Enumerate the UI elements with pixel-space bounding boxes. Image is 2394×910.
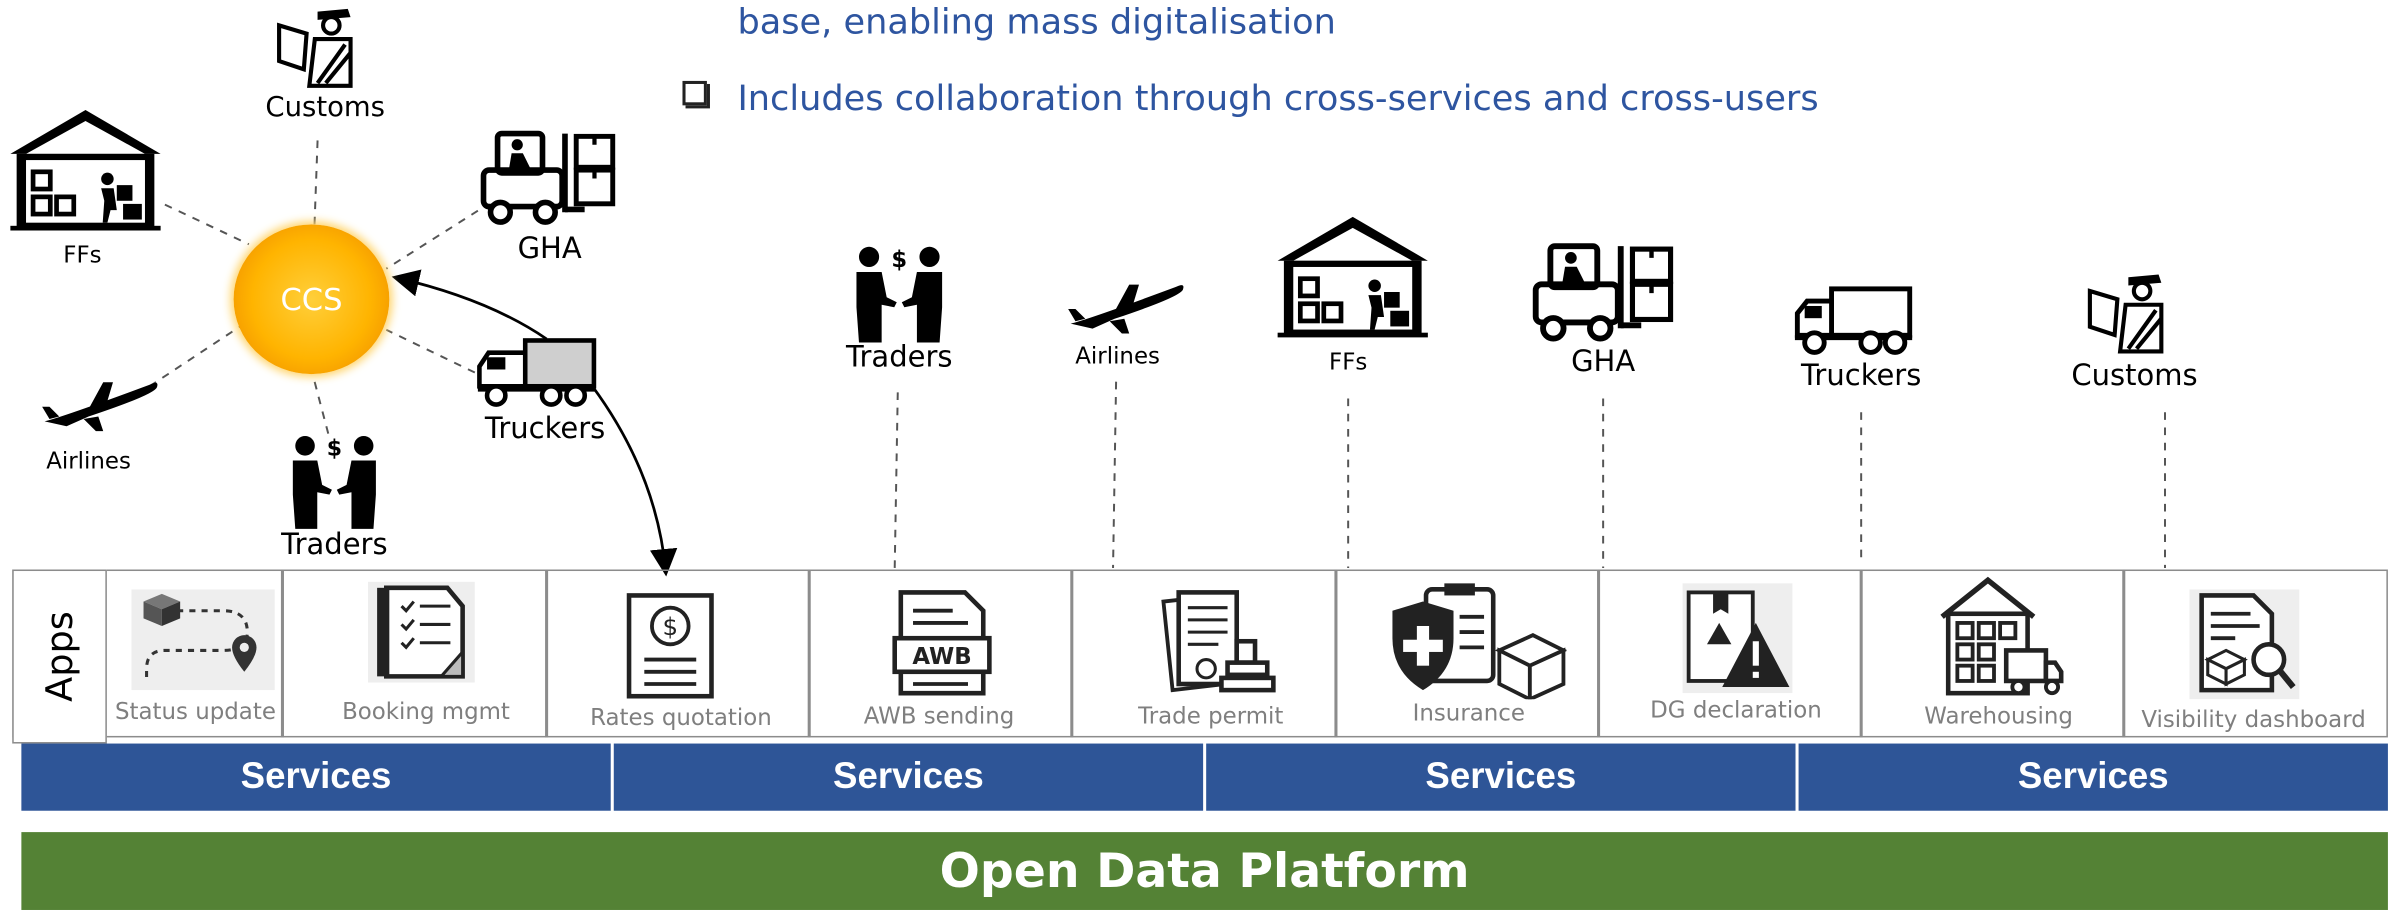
hub-truckers-label: Truckers <box>484 412 606 446</box>
visibility-icon[interactable] <box>2189 589 2300 700</box>
route-icon[interactable] <box>131 589 275 691</box>
cell-divider <box>1070 569 1073 738</box>
insurance-icon[interactable] <box>1389 583 1567 700</box>
cell-divider <box>1859 569 1862 738</box>
airplane-icon <box>40 373 162 434</box>
warehouse-icon <box>6 107 165 232</box>
services-label: Services <box>2017 755 2169 797</box>
app-label: Status update <box>114 697 276 726</box>
truck-icon <box>477 338 597 407</box>
airplane-icon <box>1066 275 1188 336</box>
bullet-line-2: Includes collaboration through cross-ser… <box>737 79 1819 120</box>
arrow-truckers-to-rates <box>591 385 678 577</box>
forklift-icon <box>1530 238 1677 345</box>
link-traders-awb <box>893 392 899 568</box>
customs-icon <box>2086 272 2172 354</box>
user-traders-label: Traders <box>846 340 953 375</box>
user-truckers-label: Truckers <box>1800 358 1922 393</box>
link-traders-ccs <box>312 375 330 434</box>
hub-gha-label: GHA <box>517 232 582 266</box>
link-airlines-ccs <box>149 322 245 388</box>
hub-ffs-label: FFs <box>63 241 102 269</box>
app-label: Rates quotation <box>590 703 772 732</box>
cell-divider <box>1334 569 1337 738</box>
cell-divider <box>280 569 284 738</box>
cell-divider <box>2122 569 2125 738</box>
link-customs-ccs <box>313 140 319 225</box>
apps-header: Apps <box>12 569 107 744</box>
link-ffs-ccs <box>164 203 250 246</box>
services-bar: Services <box>21 743 611 811</box>
cell-divider <box>545 569 548 738</box>
dangerous-goods-icon[interactable] <box>1682 583 1793 694</box>
customs-icon <box>275 6 361 88</box>
open-data-platform-bar: Open Data Platform <box>21 832 2388 910</box>
platform-label: Open Data Platform <box>939 843 1470 899</box>
services-bar: Services <box>1206 743 1796 811</box>
checkbox-bullet-icon <box>682 80 707 106</box>
quotation-icon[interactable]: $ <box>623 592 718 699</box>
user-gha-label: GHA <box>1571 345 1636 379</box>
app-label: Visibility dashboard <box>2141 705 2366 733</box>
link-airlines-permit <box>1112 381 1118 568</box>
warehouse-icon <box>1273 214 1432 339</box>
checklist-icon[interactable] <box>367 581 475 683</box>
user-ffs-label: FFs <box>1329 348 1368 376</box>
services-bar: Services <box>613 743 1204 811</box>
permit-stamp-icon[interactable] <box>1157 589 1279 696</box>
app-label: DG declaration <box>1650 696 1822 724</box>
hub-customs-label: Customs <box>265 91 386 124</box>
ccs-hub: CCS <box>233 224 390 375</box>
traders-icon <box>849 244 950 345</box>
app-label: Trade permit <box>1138 702 1284 730</box>
link-truckers-ccs <box>385 328 476 374</box>
services-label: Services <box>1425 755 1577 797</box>
link-gha-ccs <box>385 209 479 270</box>
user-customs-label: Customs <box>2071 358 2198 393</box>
svg-text:$: $ <box>662 612 678 641</box>
user-airlines-label: Airlines <box>1075 342 1160 370</box>
warehouse-icon[interactable] <box>1936 574 2064 696</box>
bullet-line-1: base, enabling mass digitalisation <box>737 3 1336 43</box>
app-label: Booking mgmt <box>342 697 510 726</box>
truck-icon <box>1792 284 1914 357</box>
hub-traders-label: Traders <box>281 528 388 562</box>
services-label: Services <box>833 755 984 797</box>
hub-airlines-label: Airlines <box>46 447 131 475</box>
traders-icon <box>284 434 385 532</box>
app-label: Insurance <box>1412 699 1525 727</box>
svg-text:AWB: AWB <box>912 644 971 670</box>
forklift-icon <box>478 125 618 229</box>
services-bar: Services <box>1798 743 2388 811</box>
awb-document-icon[interactable]: AWB <box>892 589 993 696</box>
apps-label: Apps <box>38 611 81 702</box>
cell-divider <box>807 569 810 738</box>
ccs-label: CCS <box>280 280 343 318</box>
cell-divider <box>1597 569 1600 738</box>
arrow-truckers-to-ccs <box>391 269 548 341</box>
services-label: Services <box>240 755 392 797</box>
app-label: AWB sending <box>863 702 1015 730</box>
app-label: Warehousing <box>1924 702 2073 730</box>
